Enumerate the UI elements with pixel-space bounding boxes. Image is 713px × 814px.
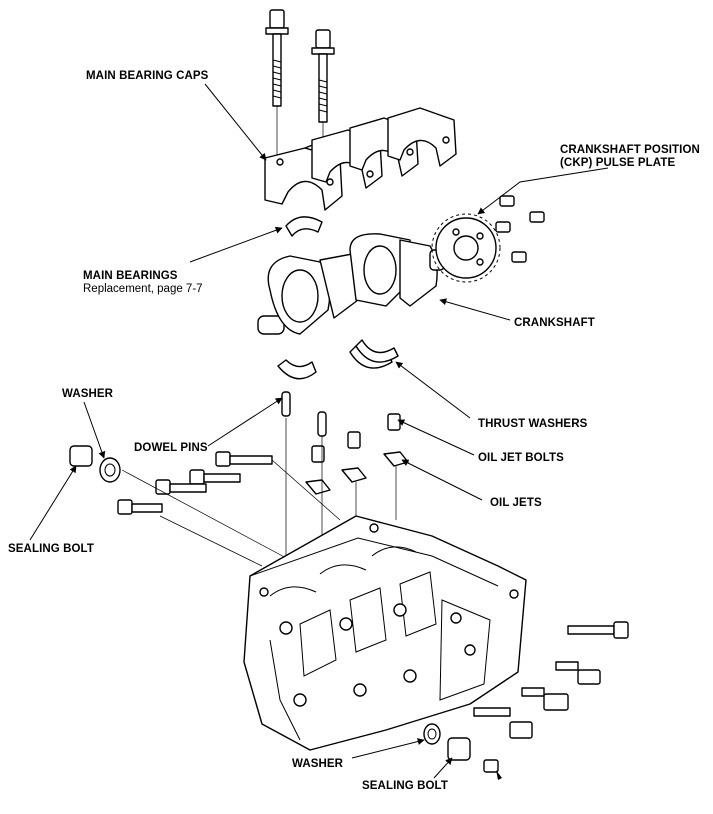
- side-bolts-right: [473, 621, 629, 739]
- arrow-icon: [395, 361, 471, 419]
- arrow-icon: [207, 397, 283, 447]
- arrow-icon: [189, 226, 283, 263]
- sealing-bolt-bottom-part: [447, 737, 502, 780]
- label-main-bearings-note: Replacement, page 7-7: [83, 283, 203, 295]
- arrow-icon: [29, 465, 77, 541]
- label-oil-jet-bolts: OIL JET BOLTS: [478, 452, 564, 464]
- leader-lines: [29, 83, 609, 779]
- label-dowel-pins: DOWEL PINS: [134, 442, 208, 454]
- main-cap-bolt-right: [311, 29, 335, 123]
- sealing-bolt-left-part: [69, 445, 121, 483]
- washer-bottom-part: [423, 723, 441, 745]
- main-cap-bolt-left: [265, 9, 289, 107]
- label-washer-bottom: WASHER: [292, 758, 344, 770]
- crankshaft: [257, 233, 445, 335]
- label-washer-top: WASHER: [62, 388, 114, 400]
- arrow-icon: [439, 298, 511, 321]
- label-main-bearing-caps: MAIN BEARING CAPS: [86, 70, 209, 82]
- label-ckp-line1: CRANKSHAFT POSITION: [560, 144, 700, 156]
- label-oil-jets: OIL JETS: [490, 497, 542, 509]
- label-crankshaft: CRANKSHAFT: [514, 317, 595, 329]
- arrow-icon: [397, 419, 475, 456]
- ckp-pulse-plate: [431, 213, 501, 283]
- arrow-icon: [83, 401, 106, 459]
- arrow-icon: [433, 757, 453, 779]
- main-bearing-caps: [264, 107, 457, 211]
- arrow-icon: [351, 738, 425, 759]
- oil-jets: [305, 451, 409, 495]
- arrow-icon: [477, 167, 609, 215]
- arrow-icon: [204, 83, 267, 161]
- label-thrust-washers: THRUST WASHERS: [478, 418, 588, 430]
- oil-jet-bolts: [311, 413, 401, 463]
- main-bearing-shell-lower: [277, 359, 317, 380]
- label-ckp-line2: (CKP) PULSE PLATE: [560, 157, 676, 169]
- label-sealing-bolt-bottom: SEALING BOLT: [362, 780, 448, 792]
- label-sealing-bolt-left: SEALING BOLT: [8, 543, 94, 555]
- dowel-pins: [281, 391, 327, 437]
- arrow-icon: [401, 459, 483, 501]
- thrust-washers: [349, 339, 399, 369]
- engine-block: [243, 515, 527, 751]
- label-main-bearings: MAIN BEARINGS: [83, 270, 178, 282]
- side-bolts-left: [117, 451, 273, 515]
- pulse-plate-bolts: [495, 195, 545, 263]
- main-bearing-shell-upper: [285, 216, 323, 237]
